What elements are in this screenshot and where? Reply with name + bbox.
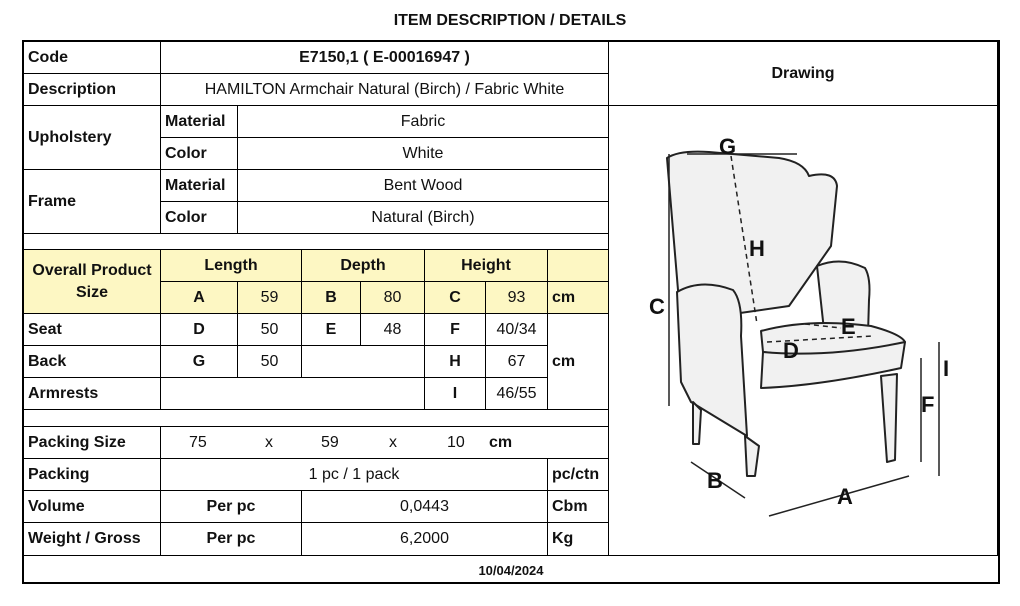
weight-label: Weight / Gross (24, 523, 161, 556)
packing-size-x1: x (265, 433, 273, 451)
dimension-lines (668, 153, 940, 517)
packing-size-height: 10 (447, 433, 465, 451)
document-title: ITEM DESCRIPTION / DETAILS (393, 12, 627, 29)
back-g-value: 50 (238, 346, 302, 378)
dim-label-f: F (921, 392, 934, 417)
upholstery-label: Upholstery (24, 106, 161, 170)
letter-h: H (425, 346, 486, 378)
armrests-blank (161, 378, 425, 410)
letter-d: D (161, 314, 238, 346)
letter-b: B (302, 282, 361, 314)
packing-size-x2: x (389, 433, 397, 451)
dim-label-h: H (749, 236, 765, 261)
dims-unit: cm (548, 314, 609, 410)
dim-label-c: C (649, 294, 665, 319)
height-header: Height (425, 250, 548, 282)
document-date: 10/04/2024 (478, 562, 544, 578)
packing-size-cell: 75 x 59 x 10 cm (161, 427, 609, 459)
frame-color-label: Color (161, 202, 238, 234)
volume-label: Volume (24, 491, 161, 523)
overall-unit: cm (548, 282, 609, 314)
armrests-i-value: 46/55 (486, 378, 548, 410)
dim-label-a: A (837, 484, 853, 509)
back-h-value: 67 (486, 346, 548, 378)
spacer-row-2 (24, 410, 609, 427)
weight-per: Per pc (161, 523, 302, 556)
dim-label-b: B (707, 468, 723, 493)
packing-size-width: 59 (321, 433, 339, 451)
frame-material-value: Bent Wood (238, 170, 609, 202)
length-header: Length (161, 250, 302, 282)
seat-f-value: 40/34 (486, 314, 548, 346)
weight-value: 6,2000 (302, 523, 548, 556)
seat-d-value: 50 (238, 314, 302, 346)
depth-value: 80 (361, 282, 425, 314)
dim-label-g: G (719, 134, 736, 159)
armchair-drawing: G H C E D I F B A (649, 134, 949, 517)
height-value: 93 (486, 282, 548, 314)
dim-label-i: I (943, 356, 949, 381)
letter-i: I (425, 378, 486, 410)
letter-c: C (425, 282, 486, 314)
details-table (22, 40, 1000, 584)
spacer-row (24, 234, 609, 250)
depth-header: Depth (302, 250, 425, 282)
dim-label-d: D (783, 338, 799, 363)
dimension-labels: G H C E D I F B A (649, 134, 949, 509)
armrests-label: Armrests (24, 378, 161, 410)
code-value: E7150,1 ( E-00016947 ) (161, 42, 609, 74)
upholstery-material-label: Material (161, 106, 238, 138)
packing-label: Packing (24, 459, 161, 491)
drawing-header: Drawing (609, 42, 998, 106)
description-label: Description (24, 74, 161, 106)
seat-e-value: 48 (361, 314, 425, 346)
seat-label: Seat (24, 314, 161, 346)
weight-unit: Kg (548, 523, 609, 556)
letter-a: A (161, 282, 238, 314)
dim-label-e: E (841, 314, 856, 339)
overall-size-label: Overall Product Size (24, 250, 161, 314)
dimension-guides (730, 155, 874, 343)
volume-value: 0,0443 (302, 491, 548, 523)
packing-size-label: Packing Size (24, 427, 161, 459)
packing-size-unit: cm (489, 433, 513, 451)
back-label: Back (24, 346, 161, 378)
packing-unit: pc/ctn (548, 459, 609, 491)
frame-label: Frame (24, 170, 161, 234)
upholstery-color-label: Color (161, 138, 238, 170)
volume-per: Per pc (161, 491, 302, 523)
frame-material-label: Material (161, 170, 238, 202)
armchair-outline (666, 150, 906, 477)
drawing-cell: G H C E D I F B A (609, 106, 998, 556)
letter-f: F (425, 314, 486, 346)
upholstery-color-value: White (238, 138, 609, 170)
frame-color-value: Natural (Birch) (238, 202, 609, 234)
back-blank (302, 346, 425, 378)
packing-value: 1 pc / 1 pack (161, 459, 548, 491)
description-value: HAMILTON Armchair Natural (Birch) / Fabr… (161, 74, 609, 106)
code-label: Code (24, 42, 161, 74)
upholstery-material-value: Fabric (238, 106, 609, 138)
unit-header-blank (548, 250, 609, 282)
length-value: 59 (238, 282, 302, 314)
volume-unit: Cbm (548, 491, 609, 523)
letter-g: G (161, 346, 238, 378)
letter-e: E (302, 314, 361, 346)
packing-size-length: 75 (189, 433, 207, 451)
